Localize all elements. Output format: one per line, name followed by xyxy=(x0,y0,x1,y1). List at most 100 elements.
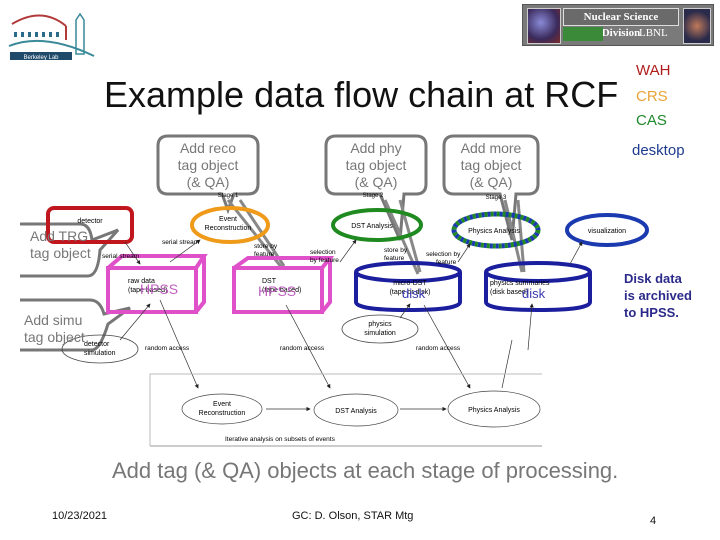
page-number: 4 xyxy=(650,515,657,527)
legend-desktop: desktop xyxy=(632,142,685,159)
legend-cas: CAS xyxy=(636,112,667,129)
visualization-label: visualization xyxy=(588,228,626,235)
dst-hpss-overlay: HPSS xyxy=(258,283,296,299)
detector-box xyxy=(46,206,134,244)
iterative-frame xyxy=(149,373,542,446)
callout-trg-line-1: Add TRG xyxy=(30,228,89,244)
callout-phy-line-1: Add phy xyxy=(350,140,402,156)
iter-physics-label: Physics Analysis xyxy=(468,407,520,414)
iter-event-reco-ellipse xyxy=(181,393,263,425)
legend-wah: WAH xyxy=(636,62,671,79)
raw-data-label-2: (tape based) xyxy=(128,287,167,294)
detector-sim-label-2: simulation xyxy=(84,350,116,357)
micro-dst-label-1: micro-DST xyxy=(393,280,427,287)
physics-sim-label-1: physics xyxy=(368,321,392,328)
edge-label-serial-stream-1: serial stream xyxy=(102,253,139,260)
callout-reco-line-2: tag object xyxy=(177,157,239,173)
event-reco-label-2: Reconstruction xyxy=(205,225,252,232)
micro-dst-cylinder xyxy=(354,261,462,313)
edge-label-random-access-2: random access xyxy=(280,345,325,352)
iter-event-reco-label-1: Event xyxy=(213,401,231,408)
callout-simu-line-1: Add simu xyxy=(24,312,83,328)
callout-trg-line-2: tag object xyxy=(30,245,91,261)
slide-title: Example data flow chain at RCF xyxy=(104,74,619,115)
edge-label-store-2a: store by xyxy=(384,247,408,254)
edge-label-serial-stream-2: serial stream xyxy=(162,239,199,246)
iterative-caption: Iterative analysis on subsets of events xyxy=(225,436,336,443)
berkeley-lab-logo: Berkeley Lab xyxy=(4,2,114,64)
event-reco-ellipse xyxy=(190,206,270,244)
callout-more-line-1: Add more xyxy=(460,140,522,156)
nsd-logo: Nuclear Science Division LBNL xyxy=(522,4,714,46)
edge-label-store-1a: store by xyxy=(254,243,278,250)
callout-simu-line-2: tag object xyxy=(24,329,85,345)
micro-disk-overlay: disk xyxy=(402,286,426,301)
edge-label-selection-2b: feature xyxy=(436,259,457,266)
dst-box xyxy=(232,256,335,314)
edge-label-store-1b: feature xyxy=(254,251,275,258)
callout-trg: Add TRG tag object xyxy=(30,228,91,262)
nsd-track-icon xyxy=(563,27,603,41)
physics-simulation-ellipse xyxy=(341,314,419,344)
detector-label: detector xyxy=(77,218,103,225)
footer-center: GC: D. Olson, STAR Mtg xyxy=(292,510,414,522)
detector-sim-label-1: detector xyxy=(84,341,110,348)
detector-simulation-ellipse xyxy=(61,334,139,364)
callout-more-line-3: (& QA) xyxy=(469,174,513,190)
stage-2-label: Stage 2 xyxy=(363,193,384,199)
raw-hpss-overlay: HPSS xyxy=(140,281,178,297)
edge-label-store-2b: feature xyxy=(384,255,405,262)
physics-summaries-label-1: physics summaries xyxy=(490,280,550,287)
raw-data-box xyxy=(106,254,208,314)
dst-label-2: (tape based) xyxy=(262,287,301,294)
dst-label-1: DST xyxy=(262,278,277,285)
summaries-disk-overlay: disk xyxy=(522,286,546,301)
nsd-atom-icon xyxy=(527,8,561,44)
edge-label-selection-1a: selection xyxy=(310,249,336,256)
callout-more: Add more tag object (& QA) xyxy=(444,140,538,191)
raw-data-label-1: raw data xyxy=(128,278,155,285)
physics-summaries-cylinder xyxy=(484,261,592,313)
physics-summaries-label-2: (disk based) xyxy=(490,289,528,296)
archive-note-line-1: Disk data xyxy=(624,271,682,286)
archive-note-line-3: to HPSS. xyxy=(624,305,679,320)
edge-label-random-access-1: random access xyxy=(145,345,190,352)
footer-date: 10/23/2021 xyxy=(52,510,108,522)
callout-phy-line-3: (& QA) xyxy=(354,174,398,190)
callout-phy-bubble xyxy=(324,134,428,241)
callout-reco-line-3: (& QA) xyxy=(186,174,230,190)
archive-note: Disk data is archived to HPSS. xyxy=(624,270,692,321)
visualization-ellipse xyxy=(565,213,649,247)
stage-3-label: Stage 3 xyxy=(486,195,507,201)
nsd-galaxy-icon xyxy=(683,8,711,44)
edge-label-selection-2a: selection by xyxy=(426,251,461,258)
legend-crs: CRS xyxy=(636,88,668,105)
physics-analysis-label: Physics Analysis xyxy=(468,228,520,235)
dst-analysis-ellipse xyxy=(331,208,423,242)
iter-physics-ellipse xyxy=(447,390,541,428)
dst-analysis-label: DST Analysis xyxy=(351,223,393,230)
iter-event-reco-label-2: Reconstruction xyxy=(199,410,246,417)
stage-1-label: Stage 1 xyxy=(218,193,239,199)
callout-reco: Add reco tag object (& QA) xyxy=(160,140,256,191)
micro-dst-label-2: (tape or disk) xyxy=(390,289,431,296)
edge-label-random-access-3: random access xyxy=(416,345,461,352)
iter-dst-ellipse xyxy=(313,393,399,427)
berkeley-lab-text: Berkeley Lab xyxy=(23,55,59,61)
nsd-title: Nuclear Science Division xyxy=(563,8,679,39)
event-reco-label-1: Event xyxy=(219,216,237,223)
iter-dst-label: DST Analysis xyxy=(335,408,377,415)
callout-phy-line-2: tag object xyxy=(345,157,407,173)
callout-more-line-2: tag object xyxy=(460,157,522,173)
archive-note-line-2: is archived xyxy=(624,288,692,303)
physics-sim-label-2: simulation xyxy=(364,330,396,337)
callout-trg-bubble xyxy=(20,222,120,278)
nsd-sub: LBNL xyxy=(639,27,668,39)
callout-phy: Add phy tag object (& QA) xyxy=(328,140,424,191)
callout-simu-bubble xyxy=(20,298,131,352)
edge-label-selection-1b: by feature xyxy=(310,257,339,264)
bottom-caption: Add tag (& QA) objects at each stage of … xyxy=(112,458,619,483)
callout-reco-line-1: Add reco xyxy=(179,140,237,156)
callout-simu: Add simu tag object xyxy=(24,312,85,346)
